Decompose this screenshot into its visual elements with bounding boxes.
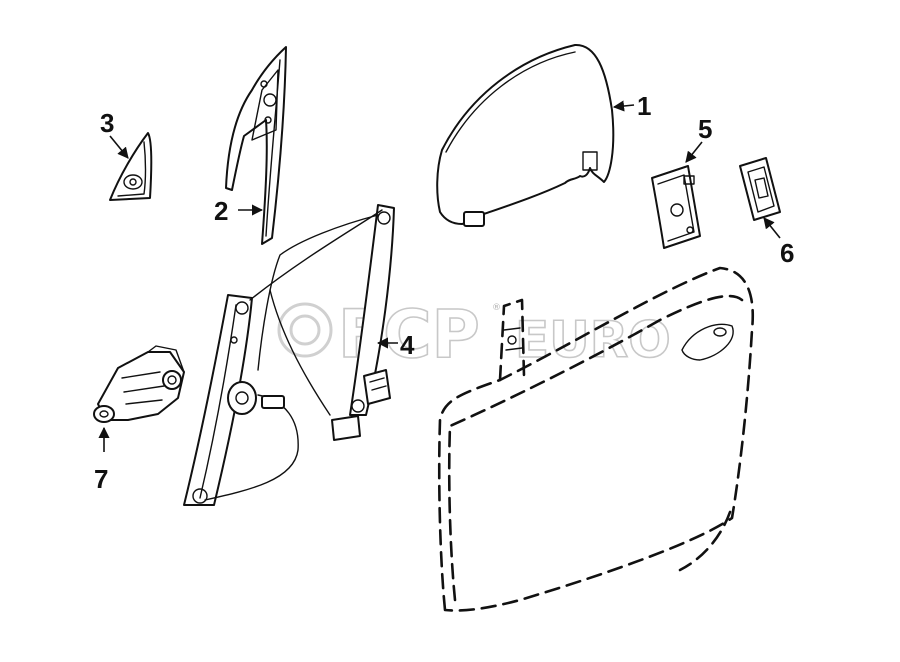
callout-1[interactable]: 1 <box>612 91 651 121</box>
callout-7[interactable]: 7 <box>94 426 110 494</box>
callout-5-label: 5 <box>698 114 712 144</box>
callout-1-label: 1 <box>637 91 651 121</box>
watermark-registered: ® <box>492 303 501 313</box>
callout-6-label: 6 <box>780 238 794 268</box>
callout-3[interactable]: 3 <box>100 108 129 159</box>
callout-7-label: 7 <box>94 464 108 494</box>
callout-2[interactable]: 2 <box>214 196 264 226</box>
part-2-glass-channel[interactable] <box>225 46 287 245</box>
callout-2-label: 2 <box>214 196 228 226</box>
callout-4-label: 4 <box>400 330 415 360</box>
callout-4[interactable]: 4 <box>376 330 415 360</box>
part-5-access-cover[interactable] <box>651 165 701 249</box>
callout-6[interactable]: 6 <box>763 217 794 268</box>
part-3-corner-trim[interactable] <box>109 132 153 201</box>
part-1-door-glass[interactable] <box>436 43 615 227</box>
door-shell-outline <box>437 266 755 612</box>
watermark: FCP EURO ® <box>277 295 672 374</box>
part-4-window-regulator[interactable] <box>183 204 395 506</box>
callout-5[interactable]: 5 <box>685 114 712 163</box>
part-6-bracket[interactable] <box>739 157 781 221</box>
part-7-window-motor[interactable] <box>93 345 185 423</box>
callout-3-label: 3 <box>100 108 114 138</box>
